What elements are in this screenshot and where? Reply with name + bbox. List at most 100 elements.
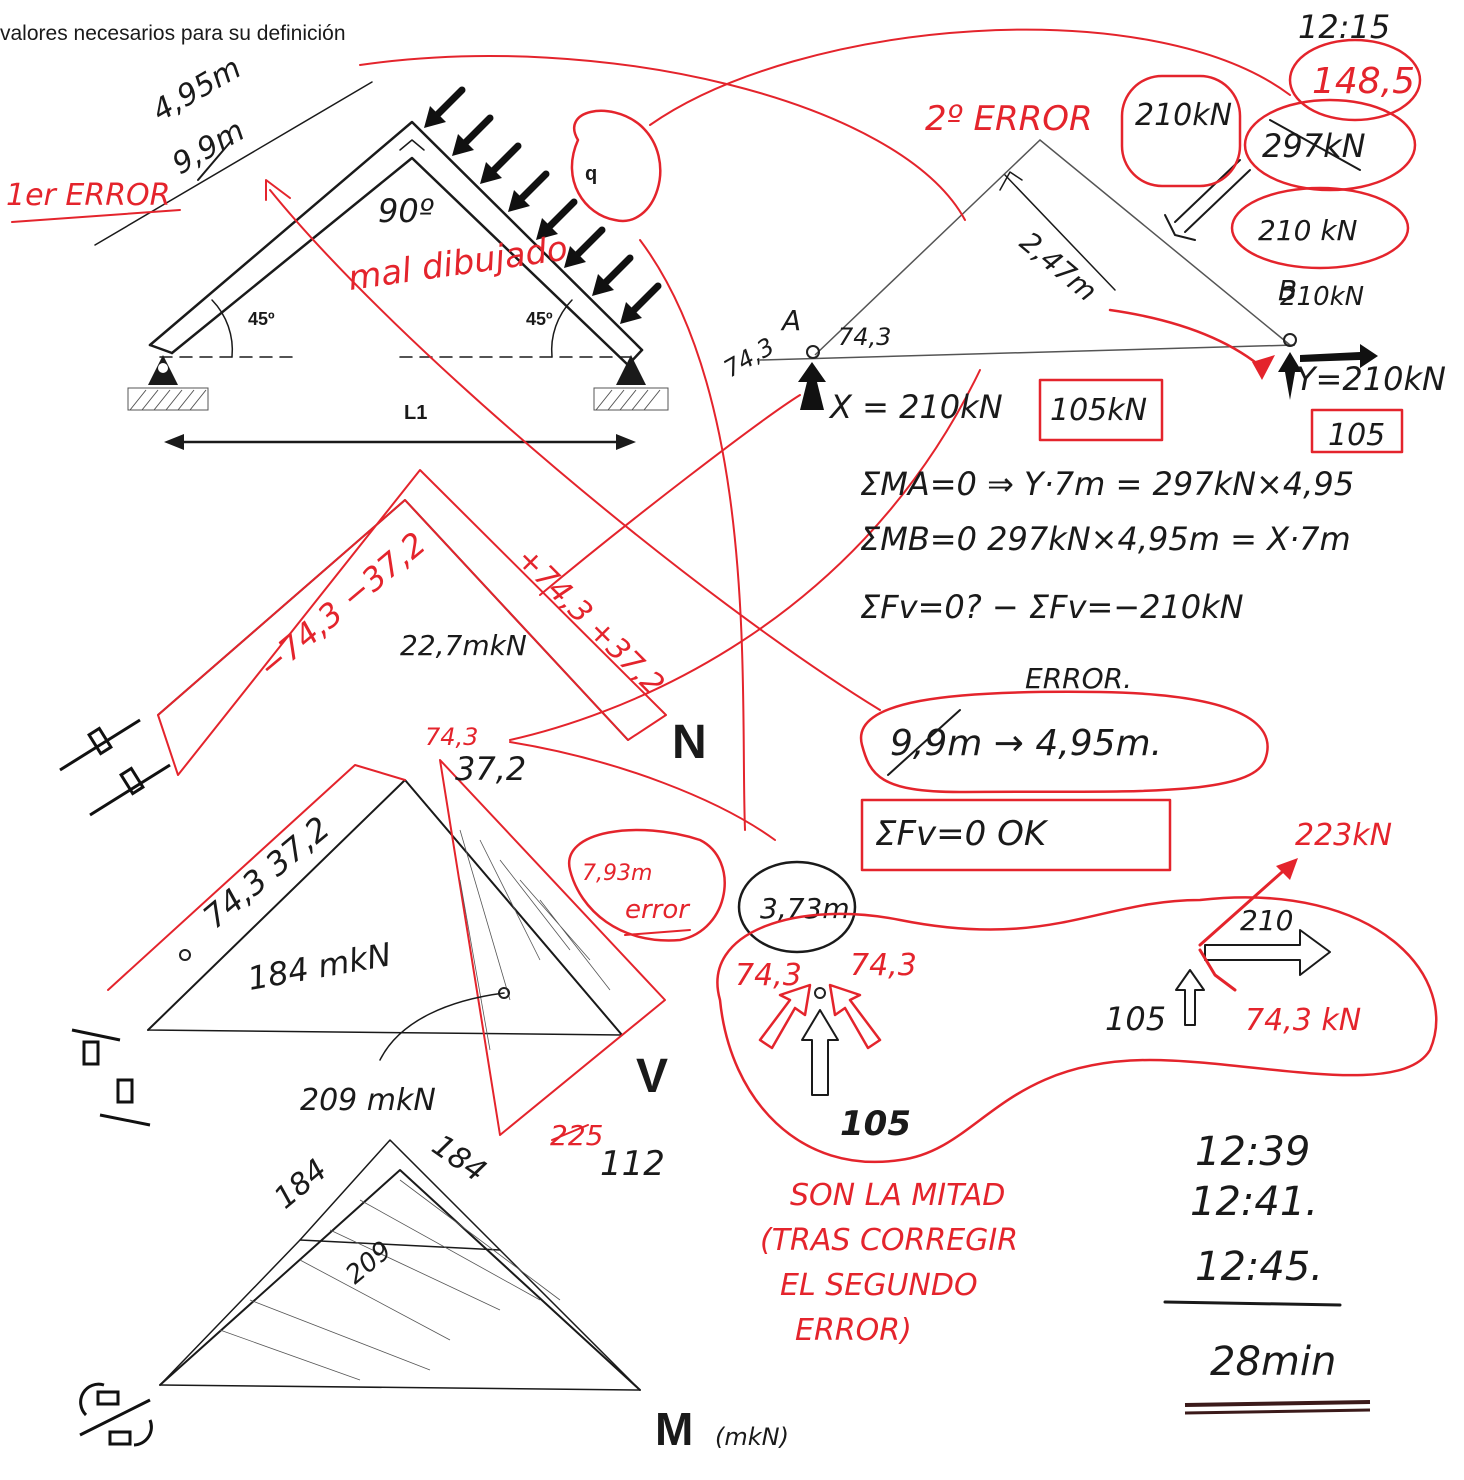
shear-diagram: V xyxy=(71,759,668,1136)
note-len-ok2: 3,73m xyxy=(760,892,850,925)
note-n-mid: 74,3 xyxy=(425,723,478,751)
note-n-right: +74,3 +37,2 xyxy=(509,541,671,703)
axial-axis xyxy=(157,499,629,741)
ring-373 xyxy=(737,860,857,954)
note-n743b: 74,3 xyxy=(850,948,917,983)
time-log: 12:39 12:41. 12:45. 28min xyxy=(1163,1129,1371,1415)
time-1: 12:39 xyxy=(1195,1129,1310,1175)
note-v-mid: 37,2 xyxy=(455,750,526,788)
note-m184b: 184 xyxy=(425,1128,492,1190)
note-half1: SON LA MITAD xyxy=(790,1178,1005,1213)
shear-left-outline xyxy=(107,764,406,991)
moment-unit: (mkN) xyxy=(715,1423,789,1451)
note-err1: 1er ERROR xyxy=(6,178,171,213)
shear-sign-icon xyxy=(71,1028,151,1127)
ring-793 xyxy=(567,828,726,942)
note-210a: 210kN xyxy=(1135,98,1232,133)
frame-inner xyxy=(170,156,630,367)
header-text: valores necesarios para su definición xyxy=(0,22,346,45)
note-err2: 2º ERROR xyxy=(925,99,1093,139)
span-label: L1 xyxy=(404,402,427,424)
time-2: 12:41. xyxy=(1190,1179,1318,1225)
note-len-err: 7,93m xyxy=(582,861,652,886)
note-eq2: ΣMB=0 297kN×4,95m = X·7m xyxy=(860,520,1351,558)
axial-label: N xyxy=(672,716,707,769)
note-n743a: 74,3 xyxy=(735,958,802,993)
ring-297 xyxy=(1243,98,1417,192)
note-mal-dibujado: mal dibujado xyxy=(346,229,570,299)
support-right-icon xyxy=(593,355,669,411)
note-210b: 210 kN xyxy=(1258,214,1358,247)
note-n105: 105 xyxy=(840,1104,911,1144)
moment-hatching xyxy=(219,1179,561,1381)
note-half3: EL SEGUNDO xyxy=(780,1268,978,1303)
box-210a xyxy=(1120,74,1242,188)
note-v-209: 209 mkN xyxy=(300,1083,436,1118)
note-error-word: ERROR. xyxy=(1025,662,1132,695)
note-x-eq: X = 210kN xyxy=(828,388,1003,426)
axial-diagram: N xyxy=(59,469,707,817)
dimension-line-left xyxy=(94,81,373,246)
angle-right-label: 45º xyxy=(526,309,553,329)
reaction-arrow-a-icon xyxy=(798,362,826,410)
note-err-word: error xyxy=(625,895,691,925)
moment-diagram: M (mkN) xyxy=(79,1139,789,1455)
note-f743: 74,3 kN xyxy=(1245,1003,1361,1038)
note-v-left: 74,3 37,2 xyxy=(196,809,337,936)
note-f105a: 105 xyxy=(1105,1000,1166,1038)
axial-sign-icon xyxy=(59,718,171,817)
note-len-diag: 2,47m xyxy=(1014,225,1104,308)
frame-outer xyxy=(148,120,644,352)
note-x-box: 105kN xyxy=(1050,393,1147,428)
note-fix: 9,9m → 4,95m. xyxy=(890,723,1162,764)
angle-left-label: 45º xyxy=(248,309,275,329)
time-3: 12:45. xyxy=(1195,1244,1323,1290)
note-moment-22: 22,7mkN xyxy=(400,629,527,662)
note-y-eq: Y=210kN xyxy=(1296,360,1446,398)
load-label: q xyxy=(585,163,597,185)
reaction-arrow-b-icon xyxy=(1278,344,1378,400)
ring-148 xyxy=(1288,38,1422,122)
note-f223: 223kN xyxy=(1295,818,1392,853)
note-fv-ok: ΣFv=0 OK xyxy=(875,814,1049,854)
note-f210d: 210 xyxy=(1240,904,1293,937)
moment-curve xyxy=(159,1139,641,1391)
note-half4: ERROR) xyxy=(795,1313,912,1348)
note-ax: 74,3 xyxy=(719,332,779,383)
note-v-184: 184 mkN xyxy=(245,935,394,998)
frame-problem: 45º 45º L1 xyxy=(127,86,669,450)
note-ay: 74,3 xyxy=(838,323,891,351)
ring-210b xyxy=(1230,186,1410,270)
note-len-bad: 9,9m xyxy=(167,113,251,182)
shear-right-outline xyxy=(439,759,666,1136)
box-fv-ok xyxy=(860,798,1172,872)
moment-sign-icon xyxy=(79,1382,153,1447)
node-loop xyxy=(716,896,1438,1164)
box-y xyxy=(1310,408,1404,454)
q-bubble xyxy=(570,109,662,223)
time-total: 28min xyxy=(1210,1339,1336,1385)
note-m184a: 184 xyxy=(268,1153,334,1217)
note-half2: (TRAS CORREGIR xyxy=(760,1223,1018,1258)
note-eq1: ΣMA=0 ⇒ Y·7m = 297kN×4,95 xyxy=(860,465,1354,503)
note-v-112: 112 xyxy=(600,1144,665,1184)
free-body-sketch xyxy=(759,138,1378,410)
note-angle90: 90º xyxy=(378,192,434,230)
note-v-225: 225 xyxy=(550,1119,603,1152)
box-x xyxy=(1038,378,1164,442)
note-eq3: ΣFv=0? − ΣFv=−210kN xyxy=(860,588,1244,626)
resultant-arrow-icon xyxy=(1164,159,1251,241)
note-y-box: 105 xyxy=(1328,418,1385,453)
support-left-icon xyxy=(127,355,209,411)
note-f-new: 148,5 xyxy=(1312,61,1415,102)
shear-label: V xyxy=(636,1050,668,1103)
note-210c: 210kN xyxy=(1280,282,1364,312)
note-pt-a: A xyxy=(780,304,801,337)
moment-label: M xyxy=(655,1403,693,1455)
moment-axis xyxy=(159,1169,641,1391)
shear-hatching xyxy=(459,829,611,1051)
axial-outline xyxy=(157,469,667,776)
ring-fix xyxy=(859,690,1269,794)
note-f-bad: 297kN xyxy=(1262,127,1366,165)
